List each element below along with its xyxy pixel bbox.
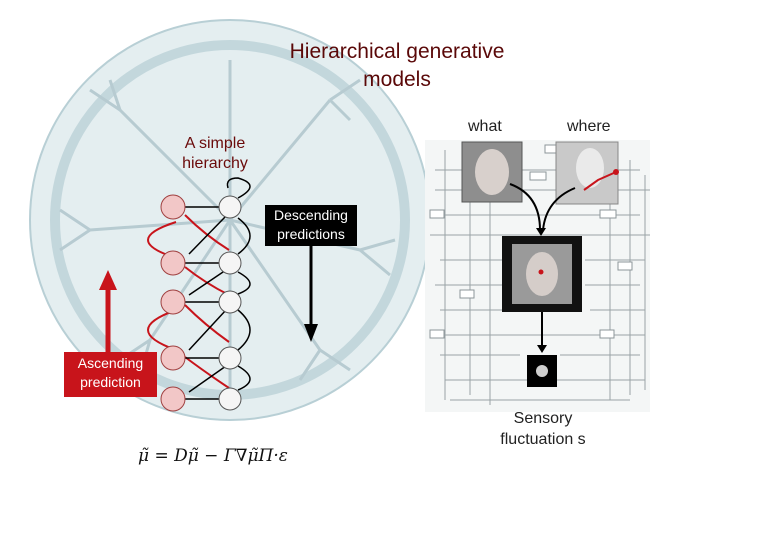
state-node-2 xyxy=(218,251,242,275)
brain-connectivity-branches xyxy=(59,60,396,390)
cause-node-5 xyxy=(160,386,186,412)
simple-hierarchy-label: A simple hierarchy xyxy=(182,135,248,172)
cause-node-2 xyxy=(160,250,186,276)
network-wires xyxy=(430,150,650,405)
sensory-arrowhead xyxy=(537,345,547,353)
state-node-3 xyxy=(218,290,242,314)
hierarchy-nodes xyxy=(160,194,186,412)
what-to-face-arrow xyxy=(509,183,541,231)
descending-predictions-label: Descending predictions xyxy=(265,205,357,246)
sensory-blob xyxy=(536,365,548,377)
cause-node-1 xyxy=(160,194,186,220)
face-arrowhead xyxy=(536,228,546,236)
where-point xyxy=(613,169,619,175)
what-label: what xyxy=(468,118,502,135)
where-label: where xyxy=(567,118,611,135)
where-to-face-arrow xyxy=(542,187,576,231)
where-face xyxy=(576,148,604,188)
sensory-fluctuation-label: Sensory fluctuation s xyxy=(500,410,586,448)
descending-arrowhead xyxy=(304,324,318,342)
state-node-4 xyxy=(218,346,242,370)
state-nodes xyxy=(218,195,242,411)
state-node-5 xyxy=(218,387,242,411)
cause-node-4 xyxy=(160,345,186,371)
equation: μ̃ = Dμ̃ − Γ∇μ̃Π·ε xyxy=(138,446,288,466)
ascending-arrowhead xyxy=(99,270,117,290)
cause-node-3 xyxy=(160,289,186,315)
fixation-point xyxy=(538,269,544,275)
ascending-prediction-label: Ascending prediction xyxy=(64,352,157,397)
slide-title: Hierarchical generative models xyxy=(289,40,505,91)
where-arrow xyxy=(583,171,617,191)
what-face xyxy=(475,149,509,195)
network-boxes xyxy=(429,144,633,339)
state-node-1 xyxy=(218,195,242,219)
hierarchy-black-links xyxy=(185,177,251,400)
